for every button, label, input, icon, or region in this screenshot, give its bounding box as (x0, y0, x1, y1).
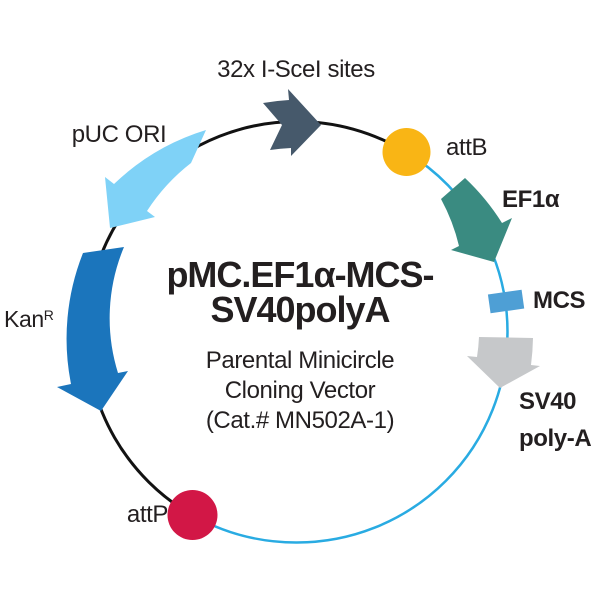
puc-ori-arrow (105, 130, 206, 228)
sv40-label-line1: SV40 (519, 388, 577, 415)
attp-label: attP (126, 501, 168, 528)
kan-label-sup: R (43, 307, 54, 323)
ef1a-label: EF1α (502, 186, 560, 213)
plasmid-subtitle-line3: (Cat.# MN502A-1) (205, 407, 395, 434)
plasmid-subtitle-line1: Parental Minicircle (205, 347, 395, 374)
sv40-arrow (467, 337, 540, 388)
sv40-label-line2: poly-A (519, 425, 592, 452)
plasmid-title: pMC.EF1α-MCS- SV40polyA (0, 254, 600, 330)
mcs-box (487, 289, 525, 314)
attp-marker (167, 490, 218, 540)
ef1a-arrow (441, 178, 512, 262)
kan-arrow (57, 247, 128, 411)
mcs-label: MCS (533, 287, 586, 314)
attb-marker (382, 128, 431, 176)
puc-ori-label: pUC ORI (71, 121, 167, 148)
plasmid-subtitle-line2: Cloning Vector (224, 377, 376, 404)
iscei-arrow (263, 89, 321, 156)
plasmid-title-line2: SV40polyA (210, 289, 390, 330)
attb-label: attB (446, 134, 488, 161)
kan-label: KanR (4, 306, 54, 332)
sv40-label: SV40 poly-A (519, 383, 592, 457)
plasmid-subtitle: Parental Minicircle Cloning Vector (Cat.… (0, 346, 600, 436)
plasmid-title-line1: pMC.EF1α-MCS- (166, 254, 434, 295)
kan-label-base: Kan (4, 306, 44, 332)
iscei-label: 32x I-SceI sites (217, 56, 375, 83)
